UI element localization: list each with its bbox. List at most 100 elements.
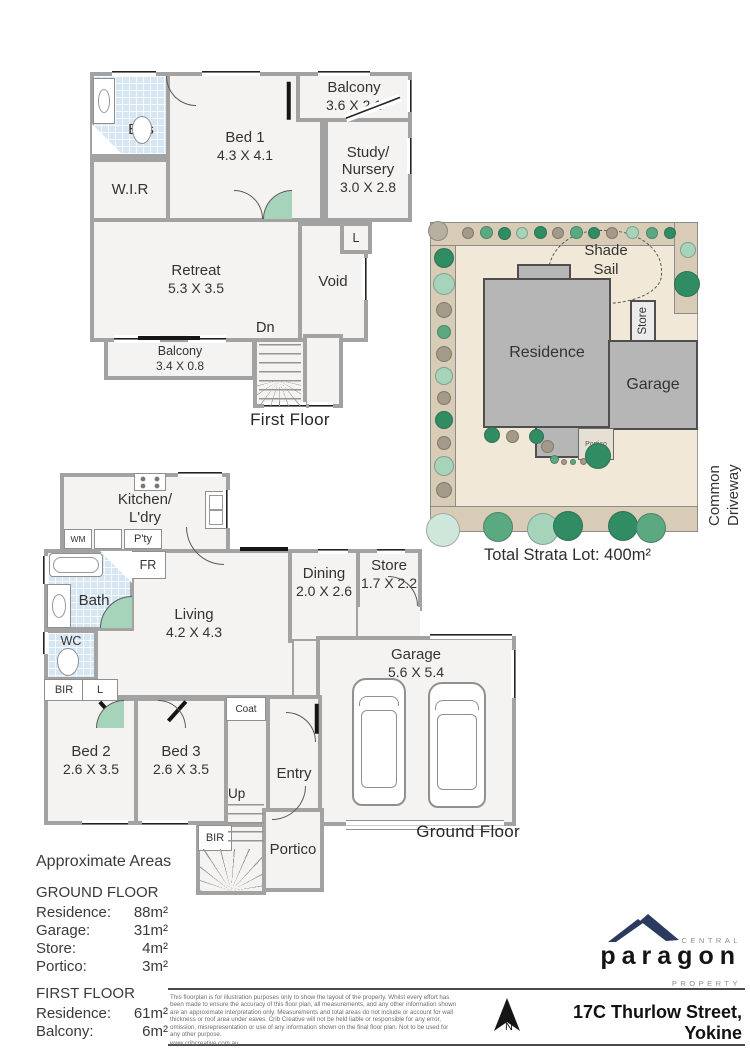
area-row: Portico: 3m² [36,958,168,976]
tree-icon [636,513,666,543]
room-wir: W.I.R [90,158,170,222]
store-lobby-floor [358,607,420,640]
tree-icon [608,511,638,541]
room-label: Kitchen/ [117,491,173,508]
logo-central: CENTRAL [681,936,741,945]
bathtub-icon [49,553,103,577]
areas-title: Approximate Areas [36,853,172,870]
area-label: Total Area: [36,1059,107,1061]
room-label: Void [318,273,348,291]
room-dining: Dining 2.0 X 2.6 [288,549,360,643]
logo-paragon: paragon [600,942,741,970]
stair-landing [303,334,343,408]
room-label: Coat [235,703,257,715]
door-leaf-icon [287,81,291,120]
window [114,335,160,343]
room-dims: 5.6 X 5.4 [387,663,445,680]
room-balcony-lower: Balcony 3.4 X 0.8 [104,338,256,380]
window [82,820,128,828]
tree-icon [436,302,452,318]
window [407,80,415,112]
room-linen: L [340,222,372,254]
area-label: Store: [36,940,77,957]
disclaimer-url: www.cribcreative.com.au [170,1039,239,1047]
room-dims: 2.6 X 3.5 [62,761,120,778]
room-retreat: Retreat 5.3 X 3.5 [90,218,302,342]
stairs-down-label: Dn [256,320,275,336]
room-label: Store [371,557,407,574]
tree-icon [516,227,528,239]
tree-icon [561,459,567,465]
washing-machine-icon: WM [64,529,92,549]
room-label: BIR [54,684,74,696]
tree-icon [550,455,559,464]
window [362,258,370,300]
window [188,335,226,343]
room-portico: Portico [262,808,324,892]
shade-sail-label-line1: Shade [584,242,628,259]
room-label: Entry [276,765,312,782]
tree-icon [585,443,611,469]
room-dims: 2.6 X 3.5 [152,761,210,778]
area-value: 3m² [142,958,168,975]
tree-icon [437,436,451,450]
north-arrow-icon [494,998,520,1031]
robe-bir-stair: BIR [198,825,232,851]
room-dims: 4.2 X 4.3 [165,624,223,641]
window [264,402,306,410]
tree-icon [435,367,453,385]
tree-icon [506,430,519,443]
area-row: Store:4m² [36,940,168,958]
area-label: Garage: [36,922,91,939]
room-study: Study/ Nursery 3.0 X 2.8 [324,118,412,222]
tree-icon [462,227,474,239]
areas-first-heading: FIRST FLOOR [36,985,135,1002]
tree-icon [426,513,460,547]
sink-icon [205,491,227,529]
tree-icon [646,227,658,239]
tree-icon [534,226,547,239]
window [223,490,231,528]
site-store-label: Store [637,307,649,335]
room-dims: 4.3 X 4.1 [216,147,274,164]
area-total-row: Total Area:193m² [36,1059,168,1061]
room-dims: 5.3 X 3.5 [167,280,225,297]
room-label: Balcony [327,79,381,97]
room-label: FR [139,558,157,572]
window [430,631,512,639]
tree-icon [541,440,554,453]
car-icon [428,682,486,808]
tree-icon [436,346,452,362]
window [377,546,405,554]
tree-icon [433,273,455,295]
room-label: Balcony [157,344,203,359]
tree-icon [606,227,618,239]
area-label: Residence: [36,904,112,921]
areas-ground-heading: GROUND FLOOR [36,884,159,901]
tree-icon [570,459,576,465]
common-driveway-label: Common Driveway [701,416,747,526]
room-label: Garage [390,646,442,663]
room-label: Portico [269,841,317,859]
room-label: Dining [302,565,346,582]
tree-icon [437,391,451,405]
room-label: L'dry [128,508,162,526]
room-dims: 3.4 X 0.8 [155,358,205,373]
tree-icon [674,271,700,297]
vanity-icon [93,78,115,124]
coat-cupboard: Coat [226,697,266,721]
logo-property: PROPERTY [671,979,741,988]
area-value: 6m² [142,1023,168,1040]
divider-line [168,1044,745,1046]
robe-bir: BIR [44,679,84,701]
site-residence: Residence [483,278,611,428]
tree-icon [437,325,451,339]
room-garage: Garage 5.6 X 5.4 [316,636,516,826]
area-label: Portico: [36,958,87,975]
area-row: Residence:61m² [36,1005,168,1023]
ground-floor-caption: Ground Floor [416,822,520,841]
door-leaf-icon [315,703,319,734]
site-store: Store [630,300,656,342]
tree-icon [434,456,454,476]
door-leaf-icon [240,547,288,551]
